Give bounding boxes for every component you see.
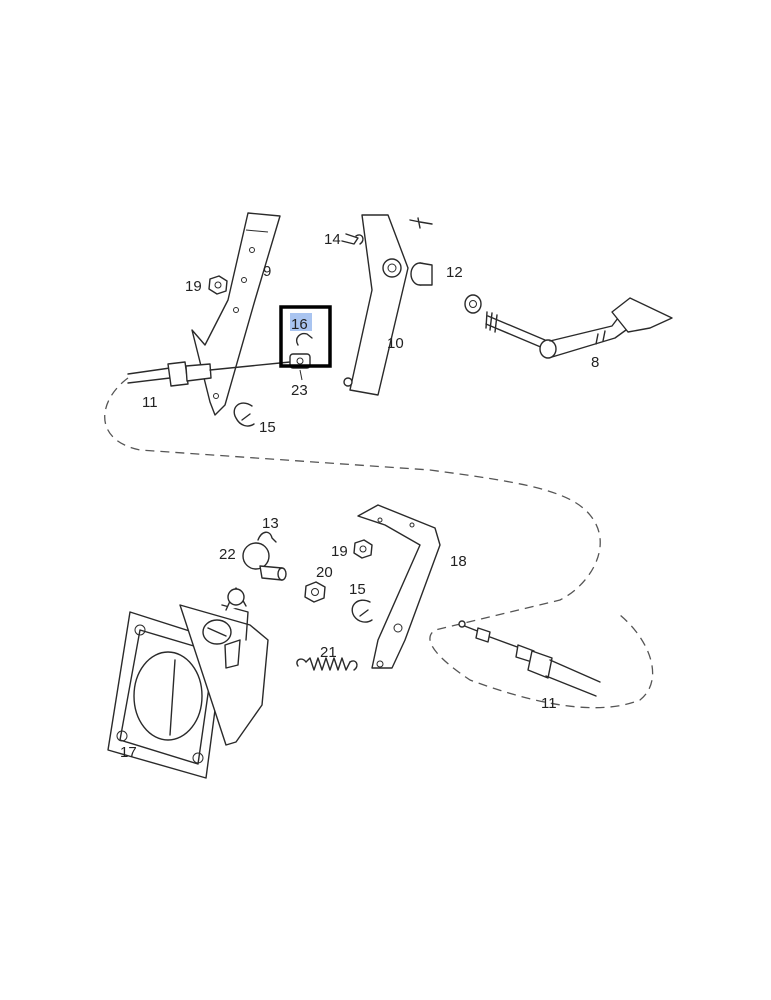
callout-13: 13	[262, 515, 279, 532]
highlight-callout-16-background	[290, 313, 312, 331]
part-19-nut-upper	[208, 275, 228, 295]
callout-19-lower: 19	[331, 543, 348, 560]
part-10-pedal-lever	[343, 214, 433, 396]
part-11-cable-lower	[458, 620, 601, 697]
part-14-bolt	[341, 233, 364, 245]
part-21-return-spring	[296, 657, 358, 671]
callout-10: 10	[387, 335, 404, 352]
cable-routing-dashed-line	[104, 377, 654, 709]
part-22-ball-socket	[242, 542, 287, 581]
part-19-nut-lower	[353, 539, 373, 559]
callout-11-upper: 11	[142, 394, 158, 411]
callout-14: 14	[324, 231, 341, 248]
part-11-cable-upper	[127, 361, 291, 387]
callout-20: 20	[316, 564, 333, 581]
callout-15-upper: 15	[259, 419, 276, 436]
callout-18: 18	[450, 553, 467, 570]
callout-15-lower: 15	[349, 581, 366, 598]
callout-23: 23	[291, 382, 308, 399]
highlight-box-part-16	[279, 305, 332, 368]
part-13-clip	[257, 531, 277, 543]
callout-12: 12	[446, 264, 463, 281]
callout-8: 8	[591, 354, 599, 371]
part-15-circlip-upper	[233, 402, 255, 427]
callout-21: 21	[320, 644, 337, 661]
part-17-throttle-body	[107, 587, 269, 779]
callout-19-upper: 19	[185, 278, 202, 295]
part-12-bushing	[410, 262, 482, 314]
part-16-retaining-clip	[296, 332, 313, 346]
callout-9: 9	[263, 263, 271, 280]
callout-22: 22	[219, 546, 236, 563]
part-18-bracket-arm	[357, 504, 441, 669]
part-20-nut	[304, 581, 326, 603]
callout-17: 17	[120, 744, 137, 761]
callout-11-lower: 11	[541, 695, 557, 712]
part-15-circlip-lower	[351, 599, 373, 623]
part-8-pedal	[485, 297, 673, 359]
callout-16: 16	[291, 316, 308, 333]
part-9-bracket-plate	[191, 212, 281, 416]
